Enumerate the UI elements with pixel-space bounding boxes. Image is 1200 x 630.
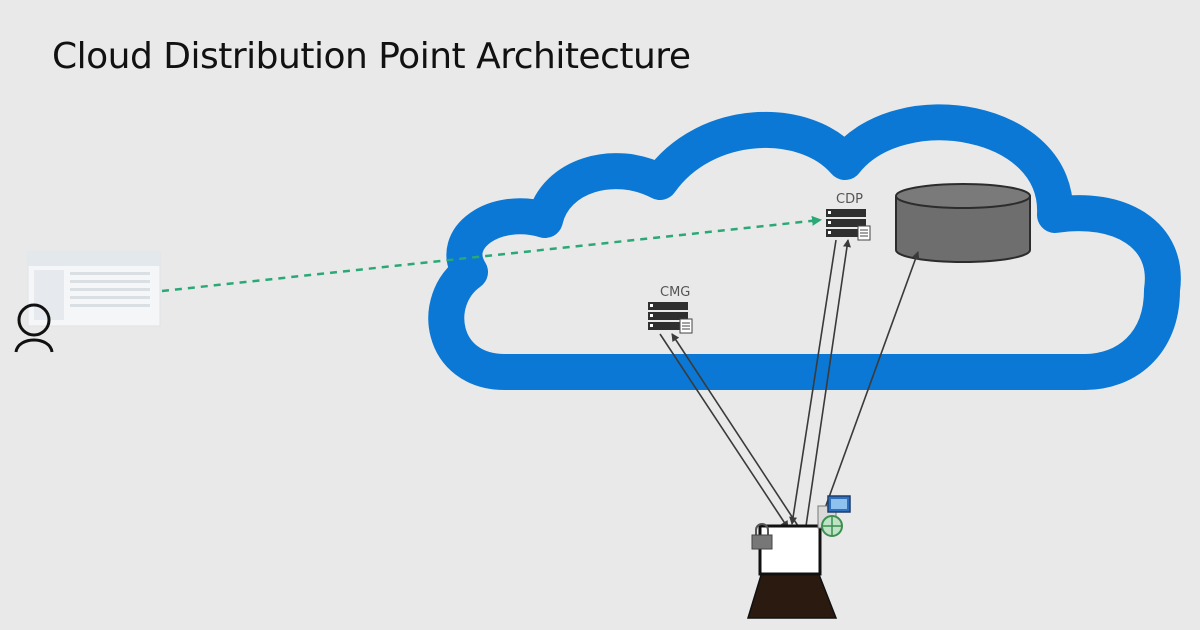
- console-screenshot-icon: [27, 251, 161, 327]
- cdp-label: CDP: [836, 192, 863, 207]
- user-icon: [14, 303, 54, 353]
- laptop-icon[interactable]: [746, 524, 838, 619]
- cmg-label: CMG: [660, 285, 690, 300]
- storage-cylinder-icon[interactable]: [895, 183, 1031, 263]
- cdp-to-client-line: [789, 239, 837, 525]
- client-to-cmg-line: [671, 333, 803, 533]
- slide-title: Cloud Distribution Point Architecture: [52, 36, 691, 77]
- dashed-connection: [161, 215, 822, 293]
- cmg-server-icon[interactable]: [648, 302, 693, 334]
- cdp-server-icon[interactable]: [826, 209, 871, 241]
- cmg-to-client-line: [659, 333, 789, 529]
- client-to-cdp-line: [805, 239, 851, 527]
- lock-icon: [751, 523, 773, 550]
- client-to-storage-line: [819, 251, 920, 523]
- certificate-icon: [817, 495, 851, 537]
- cloud-icon: [428, 104, 1181, 390]
- connector-lines: [659, 239, 920, 533]
